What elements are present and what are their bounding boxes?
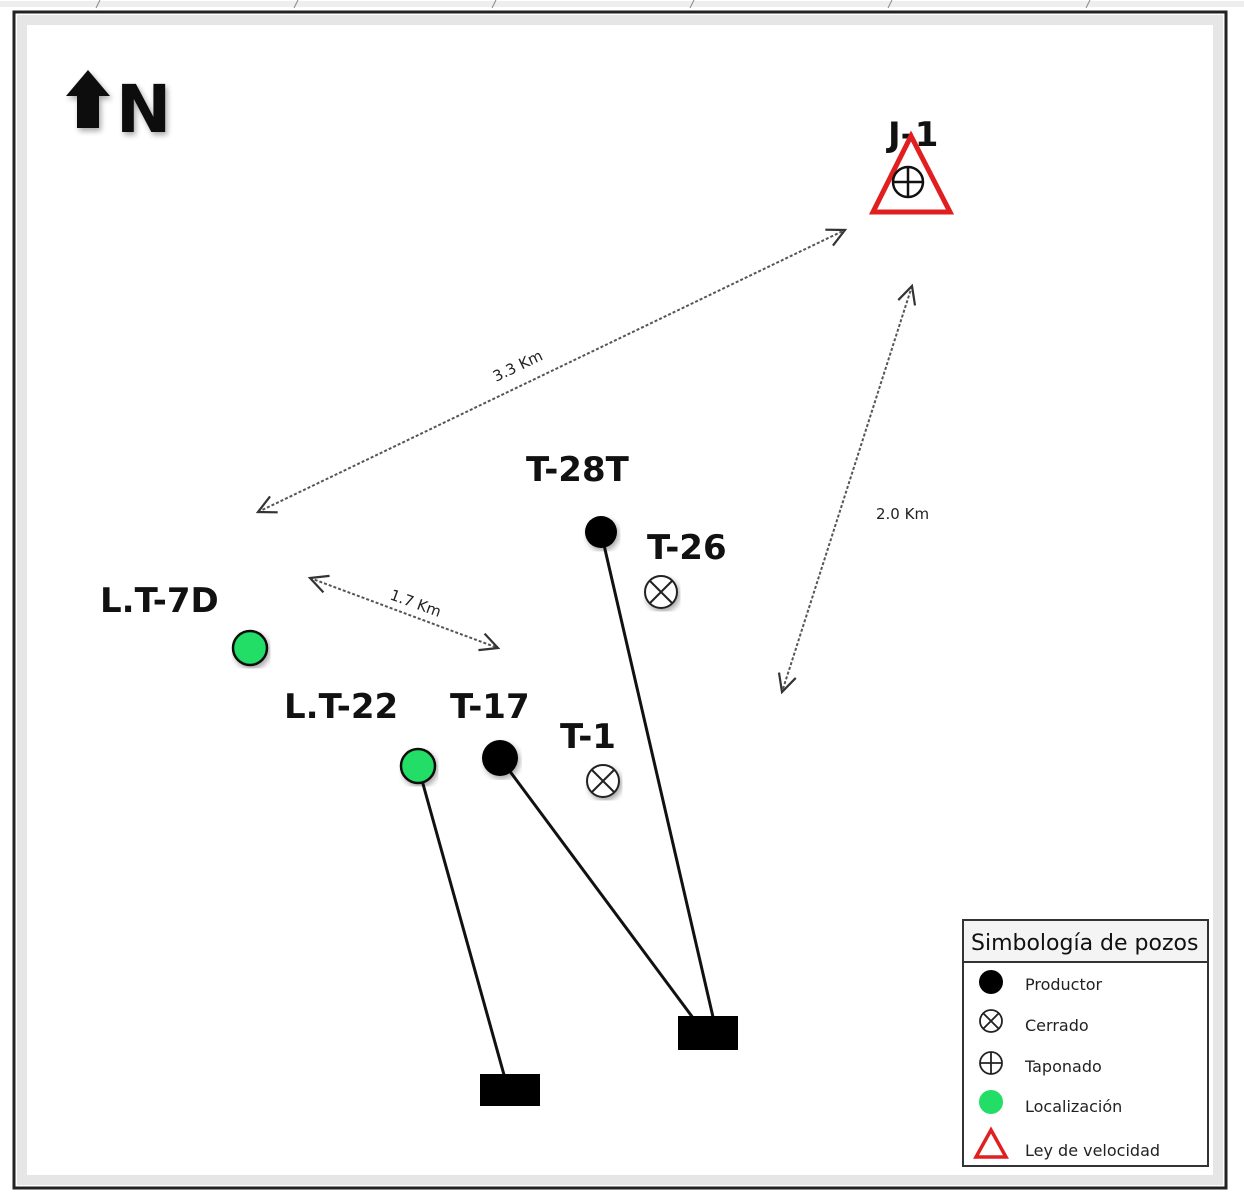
distance-label: 2.0 Km	[876, 505, 929, 523]
well-label: T-28T	[526, 450, 630, 490]
legend-label: Localización	[1025, 1097, 1122, 1116]
well-label: T-1	[560, 717, 616, 757]
well-label: L.T-22	[284, 687, 398, 727]
well-t-17[interactable]: T-17	[450, 687, 530, 776]
localizacion-icon	[979, 1090, 1003, 1114]
well-l-t-7d[interactable]: L.T-7D	[100, 581, 269, 667]
taponado-icon	[891, 165, 925, 199]
legend-label: Cerrado	[1025, 1016, 1089, 1035]
legend-title-bar	[962, 919, 1209, 963]
trajectory-l-t-22	[416, 765, 508, 1083]
well-t-26[interactable]: T-26	[644, 528, 727, 609]
legend-item-localizacion: Localización	[979, 1090, 1122, 1116]
distance-arrow	[258, 230, 845, 512]
legend-title: Simbología de pozos	[971, 931, 1198, 956]
north-label: N	[116, 71, 171, 148]
legend-item-taponado: Taponado	[979, 1051, 1102, 1076]
cerrado-icon	[644, 575, 678, 609]
top-strip	[0, 0, 1244, 9]
legend-label: Productor	[1025, 975, 1103, 994]
legend-label: Taponado	[1024, 1057, 1102, 1076]
platform-south	[480, 1074, 540, 1106]
legend: Simbología de pozos Productor Cerrado Ta…	[962, 919, 1209, 1167]
platform-east	[678, 1016, 738, 1050]
productor-icon	[585, 516, 617, 548]
well-label: L.T-7D	[100, 581, 219, 621]
trajectory-t-17	[498, 757, 704, 1031]
map-frame-inner-glow	[17, 15, 1223, 1185]
legend-item-ley-de-velocidad: Ley de velocidad	[973, 1126, 1160, 1160]
productor-icon	[482, 740, 518, 776]
legend-item-productor: Productor	[979, 970, 1103, 994]
legend-label: Ley de velocidad	[1025, 1141, 1160, 1160]
localizacion-icon	[231, 629, 269, 667]
localizacion-icon	[399, 747, 437, 785]
trajectory-t-28t	[599, 531, 718, 1031]
well-t-1[interactable]: T-1	[560, 717, 620, 798]
distance-measure-2-0: 2.0 Km	[782, 286, 929, 692]
well-l-t-22[interactable]: L.T-22	[284, 687, 437, 785]
well-trajectories	[416, 531, 718, 1083]
well-label: T-17	[450, 687, 530, 727]
well-t-28t[interactable]: T-28T	[526, 450, 630, 548]
cerrado-icon	[586, 764, 620, 798]
north-arrow: N	[66, 70, 171, 148]
cerrado-icon	[979, 1009, 1003, 1033]
distance-arrow	[310, 578, 498, 648]
well-j-1[interactable]: J-1	[868, 115, 955, 215]
taponado-icon	[979, 1051, 1003, 1075]
velocity-law-triangle-icon	[973, 1126, 1009, 1159]
distance-arrow	[782, 286, 912, 692]
velocity-law-triangle-icon	[868, 130, 955, 215]
well-label: T-26	[647, 528, 727, 568]
north-arrow-icon	[66, 70, 110, 128]
platforms	[480, 1016, 738, 1106]
legend-item-cerrado: Cerrado	[979, 1009, 1089, 1035]
productor-icon	[979, 970, 1003, 994]
